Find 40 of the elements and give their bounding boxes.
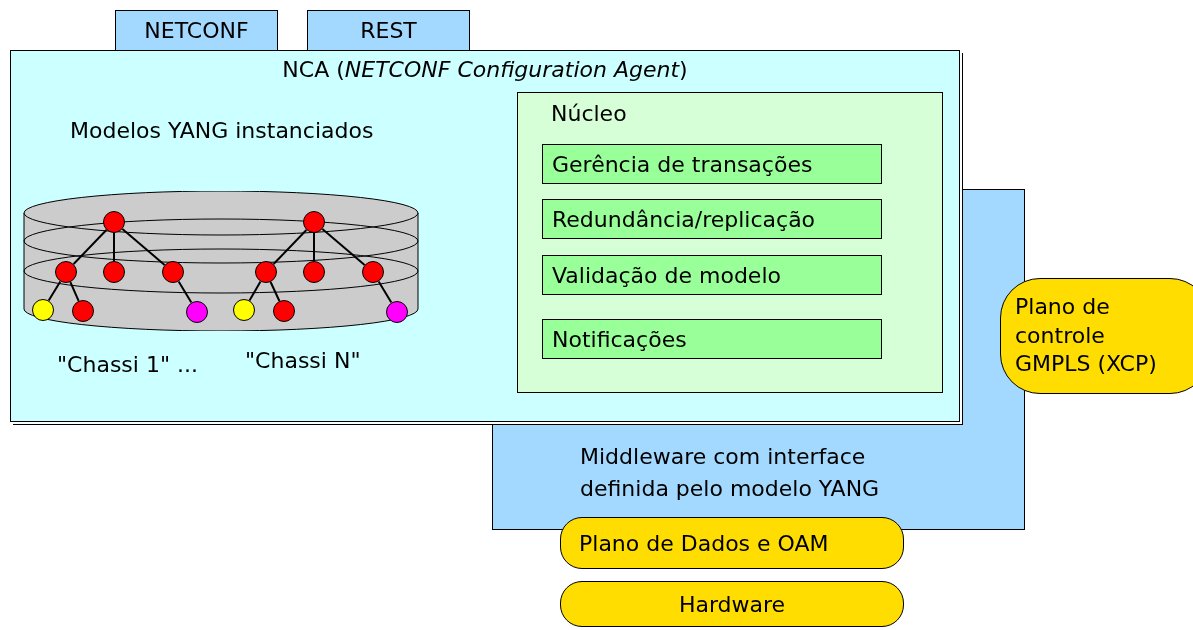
panel-title: NCA (NETCONF Configuration Agent)	[281, 57, 689, 82]
box-label: Plano de controle GMPLS (XCP)	[1015, 293, 1158, 379]
interface-box	[307, 10, 470, 51]
chassis-label: "Chassi 1" ...	[57, 352, 199, 377]
chassis-label: "Chassi N"	[245, 348, 361, 373]
box-label: Validação de modelo	[552, 262, 781, 288]
hardware-box	[560, 581, 904, 627]
tree-edge	[113, 232, 115, 262]
agent-panel	[10, 50, 960, 422]
tree-edge	[69, 281, 80, 302]
data-plane-box	[560, 517, 904, 569]
box-label: Redundância/replicação	[552, 206, 816, 232]
tree-edge	[121, 228, 166, 266]
function-box	[542, 255, 882, 295]
middleware-panel	[492, 422, 1025, 530]
box-label: NETCONF	[144, 18, 249, 43]
tree-edge	[47, 280, 62, 302]
cylinder-drawing	[23, 191, 419, 331]
tree-edge	[248, 280, 262, 302]
function-box	[542, 319, 882, 359]
tree-edge	[313, 232, 315, 262]
tree-edge	[377, 280, 393, 304]
function-box	[542, 199, 882, 239]
box-label: Middleware com interface definida pelo modelo YANG	[580, 443, 881, 503]
tree-edge	[177, 280, 193, 304]
tree-edge	[321, 228, 366, 266]
box-label: Plano de Dados e OAM	[579, 530, 829, 556]
interface-box	[115, 10, 278, 51]
section-heading: Modelos YANG instanciados	[70, 118, 374, 143]
box-label: REST	[360, 18, 417, 43]
box-label: Hardware	[678, 591, 786, 617]
core-panel	[517, 92, 943, 393]
control-plane-box	[1000, 278, 1193, 394]
panel-title: Núcleo	[551, 101, 627, 126]
box-label: Gerência de transações	[552, 151, 813, 177]
tree-edge	[269, 281, 281, 302]
function-box	[542, 144, 882, 184]
tree-edge	[272, 228, 308, 266]
tree-edge	[72, 228, 108, 266]
box-label: Notificações	[552, 326, 687, 352]
